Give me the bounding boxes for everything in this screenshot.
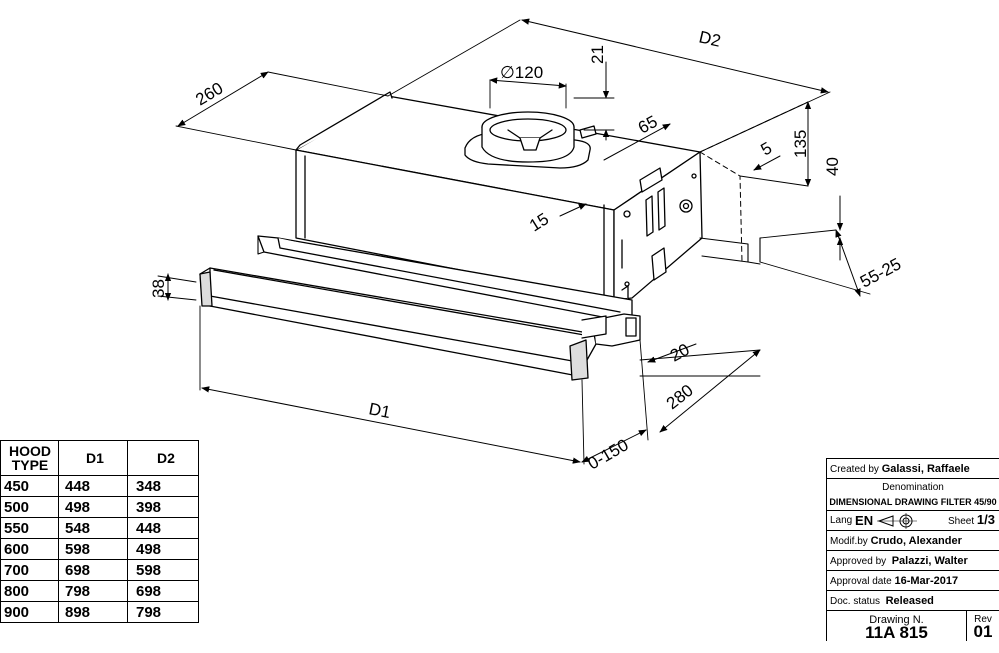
- drawing-number-label: Drawing N.: [869, 614, 924, 626]
- drawing-number-cell: Drawing N. 11A 815: [827, 611, 967, 641]
- hood-table-header-row: HOOD TYPE D1 D2: [0, 440, 199, 476]
- cell-d1: 598: [58, 538, 128, 560]
- drawing-number-value: 11A 815: [865, 623, 928, 641]
- approved-by-label: Approved by: [830, 556, 887, 567]
- modified-by-label: Modif.by: [830, 536, 868, 547]
- dim-d1: D1: [367, 399, 392, 422]
- dim-38: 38: [149, 279, 168, 298]
- dim-21: 21: [588, 45, 607, 64]
- dim-d2: D2: [697, 27, 722, 50]
- revision-cell: Rev 01: [967, 611, 999, 641]
- drawing-number-row: Drawing N. 11A 815 Rev 01: [827, 611, 999, 641]
- dim-20: 20: [667, 340, 693, 366]
- cell-d2: 348: [127, 475, 199, 497]
- dim-135: 135: [791, 130, 810, 158]
- cell-hood-type: 550: [0, 517, 59, 539]
- denomination-label: Denomination: [882, 482, 944, 493]
- cell-d2: 448: [127, 517, 199, 539]
- dim-280: 280: [663, 381, 697, 413]
- sheet-value: 1/3: [976, 511, 995, 527]
- revision-label: Rev: [974, 614, 992, 625]
- outlet-collar: [464, 111, 597, 169]
- created-by-label: Created by: [830, 464, 879, 475]
- modified-by-row: Modif.by Crudo, Alexander: [827, 531, 999, 551]
- denomination-row: Denomination DIMENSIONAL DRAWING FILTER …: [827, 479, 999, 511]
- approved-by-value: Palazzi, Walter: [891, 555, 968, 567]
- lang-label: Lang: [830, 514, 853, 526]
- dim-5: 5: [758, 138, 776, 159]
- lower-outline: [257, 235, 761, 265]
- cell-d1: 698: [58, 559, 128, 581]
- approval-date-label: Approval date: [830, 576, 892, 587]
- header-d1: D1: [58, 440, 128, 476]
- cell-d2: 398: [127, 496, 199, 518]
- lang-value: EN: [855, 512, 874, 528]
- table-row: 450 448 348: [0, 475, 199, 497]
- approval-date-row: Approval date 16-Mar-2017: [827, 571, 999, 591]
- cell-d2: 498: [127, 538, 199, 560]
- cell-hood-type: 450: [0, 475, 59, 497]
- cell-hood-type: 800: [0, 580, 59, 602]
- cell-d1: 448: [58, 475, 128, 497]
- denomination-value: DIMENSIONAL DRAWING FILTER 45/90: [829, 497, 997, 507]
- lang-sheet-row: Lang EN Sheet 1/3: [827, 511, 999, 531]
- approved-by-row: Approved by Palazzi, Walter: [827, 551, 999, 571]
- cell-d2: 798: [127, 601, 199, 623]
- hood-type-table: HOOD TYPE D1 D2 450 448 348 500 498 398 …: [0, 440, 199, 623]
- table-row: 600 598 498: [0, 538, 199, 560]
- slide-out-visor: [199, 235, 641, 381]
- table-row: 800 798 698: [0, 580, 199, 602]
- cell-hood-type: 500: [0, 496, 59, 518]
- dim-65: 65: [635, 112, 661, 138]
- cell-hood-type: 600: [0, 538, 59, 560]
- dim-260: 260: [192, 79, 226, 110]
- title-block: Created by Galassi, Raffaele Denominatio…: [826, 458, 999, 641]
- table-row: 500 498 398: [0, 496, 199, 518]
- doc-status-row: Doc. status Released: [827, 591, 999, 611]
- dim-55-25: 55-25: [857, 254, 904, 291]
- approval-date-value: 16-Mar-2017: [894, 575, 959, 587]
- cell-d1: 498: [58, 496, 128, 518]
- cell-d1: 898: [58, 601, 128, 623]
- cell-d1: 798: [58, 580, 128, 602]
- revision-value: 01: [973, 622, 993, 641]
- table-row: 550 548 448: [0, 517, 199, 539]
- hidden-lines: [699, 101, 809, 263]
- doc-status-value: Released: [885, 595, 934, 607]
- table-row: 700 698 598: [0, 559, 199, 581]
- sheet-label: Sheet: [948, 515, 975, 527]
- dim-0-150: 0-150: [585, 435, 632, 473]
- table-row: 900 898 798: [0, 601, 199, 623]
- doc-status-label: Doc. status: [830, 596, 881, 607]
- created-by-row: Created by Galassi, Raffaele: [827, 459, 999, 479]
- dim-40: 40: [823, 157, 842, 176]
- cell-d1: 548: [58, 517, 128, 539]
- header-d2: D2: [127, 440, 199, 476]
- modified-by-value: Crudo, Alexander: [870, 535, 962, 547]
- cell-d2: 698: [127, 580, 199, 602]
- dim-dia-120: ∅120: [500, 63, 543, 82]
- header-hood-type: HOOD TYPE: [0, 440, 59, 476]
- dimension-lines: [164, 18, 861, 464]
- created-by-value: Galassi, Raffaele: [881, 463, 970, 475]
- cell-hood-type: 900: [0, 601, 59, 623]
- cell-hood-type: 700: [0, 559, 59, 581]
- projection-symbol-icon: [877, 512, 918, 529]
- cell-d2: 598: [127, 559, 199, 581]
